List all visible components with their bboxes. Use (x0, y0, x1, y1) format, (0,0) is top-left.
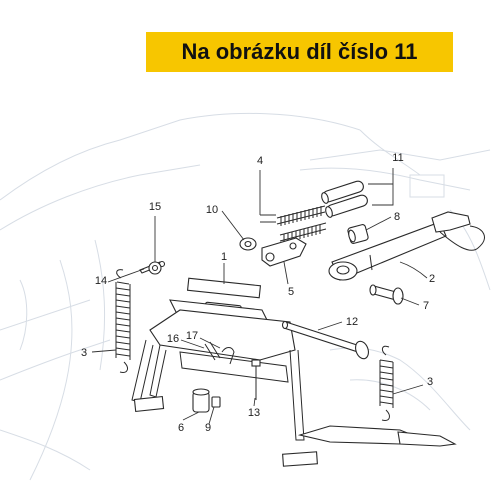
background-frame-outline (0, 112, 491, 481)
callout-11: 11 (392, 152, 403, 164)
center-stand (131, 277, 457, 467)
banner-text: Na obrázku díl číslo 11 (181, 39, 418, 64)
callout-12: 12 (346, 316, 358, 328)
side-stand (328, 211, 485, 281)
return-springs (276, 205, 327, 243)
callout-labels: 1 2 3 3 4 5 6 7 8 9 10 11 12 13 14 15 16… (81, 152, 435, 434)
callout-16: 16 (167, 333, 179, 345)
bushing (347, 224, 369, 244)
bolt (251, 359, 261, 400)
long-pin (281, 320, 369, 360)
callout-13: 13 (248, 407, 260, 419)
callout-2: 2 (429, 273, 435, 285)
callout-3-right: 3 (427, 376, 433, 388)
nut (211, 396, 221, 408)
stand-clips (204, 341, 235, 365)
callout-7: 7 (423, 300, 429, 312)
pivot-pin (369, 284, 404, 305)
washer (148, 261, 162, 275)
callout-leaders (91, 168, 428, 425)
callout-3-left: 3 (81, 347, 87, 359)
callout-10: 10 (206, 204, 218, 216)
spring-bracket (261, 237, 307, 267)
callout-8: 8 (394, 211, 400, 223)
callout-1: 1 (221, 251, 227, 263)
callout-6: 6 (178, 422, 184, 434)
callout-15: 15 (149, 201, 161, 213)
callout-9: 9 (205, 422, 211, 434)
callout-4: 4 (257, 155, 263, 167)
spring-right (379, 345, 394, 421)
callout-14: 14 (95, 275, 107, 287)
rubber-buffer (192, 388, 210, 413)
callout-17: 17 (186, 330, 198, 342)
callout-5: 5 (288, 286, 294, 298)
part-number-banner: Na obrázku díl číslo 11 (146, 32, 453, 72)
spring-left (115, 269, 131, 373)
nut-washer (239, 237, 257, 251)
rubber-pads (321, 180, 368, 218)
